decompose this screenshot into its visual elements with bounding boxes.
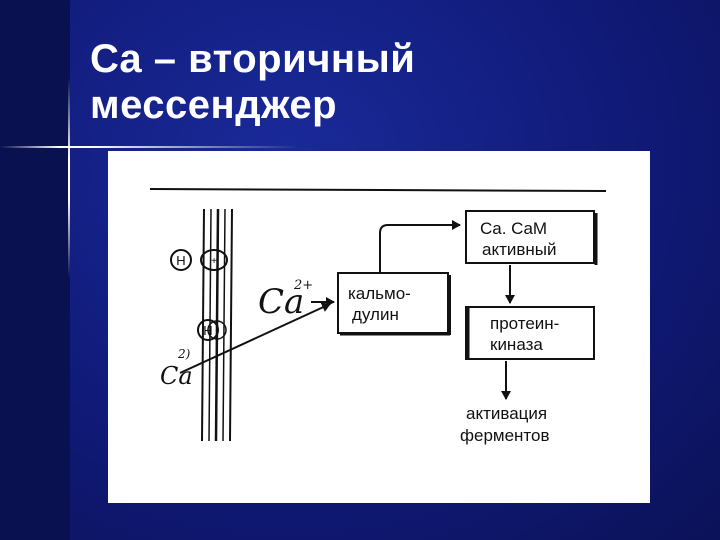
ca-large-charge: 2+: [293, 278, 313, 293]
protein-kinase-line-2: киназа: [490, 335, 543, 354]
activation-label: активация ферментов: [460, 404, 550, 445]
calmodulin-to-cacam-arrow: [379, 220, 461, 272]
horizontal-accent-line: [0, 146, 300, 148]
slide-title: Ca – вторичный мессенджер: [90, 36, 415, 128]
diagram-figure: H + H Ca 2) Ca 2+ кальмо- дулин: [108, 151, 650, 503]
protein-kinase-line-1: протеин-: [490, 314, 559, 333]
ca-cam-active-box: Ca. CaM активный: [465, 210, 598, 265]
left-band: [0, 0, 70, 540]
ca-large-label: Ca: [258, 282, 304, 322]
ca-entry-arrow: [179, 302, 331, 374]
receptor-bottom: H: [197, 319, 227, 341]
ca-cam-line-2: активный: [482, 240, 557, 259]
receptor-top-mark: +: [211, 256, 217, 267]
vertical-accent-line: [68, 78, 70, 278]
protein-kinase-box: протеин- киназа: [465, 306, 595, 360]
calmodulin-line-1: кальмо-: [348, 284, 411, 303]
receptor-top: H +: [170, 249, 228, 271]
slide-title-line-2: мессенджер: [90, 83, 338, 127]
slide-title-line-1: Ca – вторичный: [90, 37, 416, 81]
activation-line-1: активация: [466, 404, 547, 423]
receptor-bottom-label: H: [203, 323, 212, 338]
calmodulin-box: кальмо- дулин: [337, 272, 451, 336]
ca-small-label: Ca: [160, 362, 193, 390]
activation-line-2: ферментов: [460, 426, 550, 445]
top-line: [149, 188, 607, 192]
ca-cam-line-1: Ca. CaM: [480, 219, 547, 238]
receptor-top-label: H: [176, 253, 185, 268]
calmodulin-line-2: дулин: [352, 305, 399, 324]
calcium-signaling-diagram: H + H Ca 2) Ca 2+ кальмо- дулин: [149, 188, 607, 445]
ca-small-charge: 2): [177, 347, 191, 361]
